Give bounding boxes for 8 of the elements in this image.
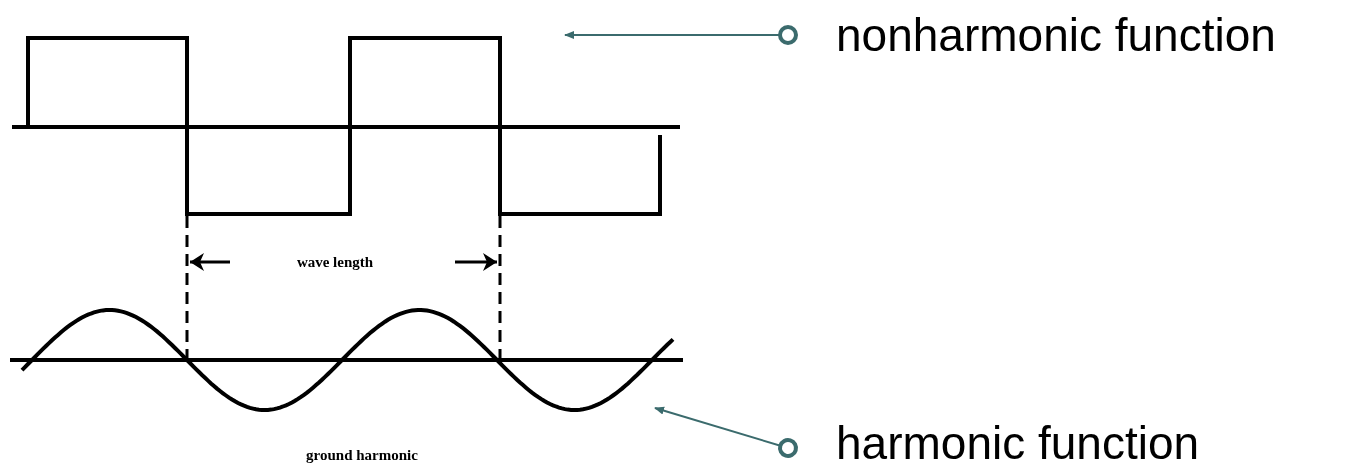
function-label: nonharmonic function bbox=[790, 12, 1276, 58]
function-label: harmonic function bbox=[790, 420, 1200, 466]
arrow bbox=[654, 406, 798, 458]
caption-text: ground harmonic bbox=[306, 447, 418, 463]
sine-wave-drawing bbox=[10, 308, 683, 412]
arrow bbox=[564, 25, 798, 45]
square-wave-drawing bbox=[12, 36, 680, 216]
dimension-label: wave length bbox=[296, 254, 374, 270]
